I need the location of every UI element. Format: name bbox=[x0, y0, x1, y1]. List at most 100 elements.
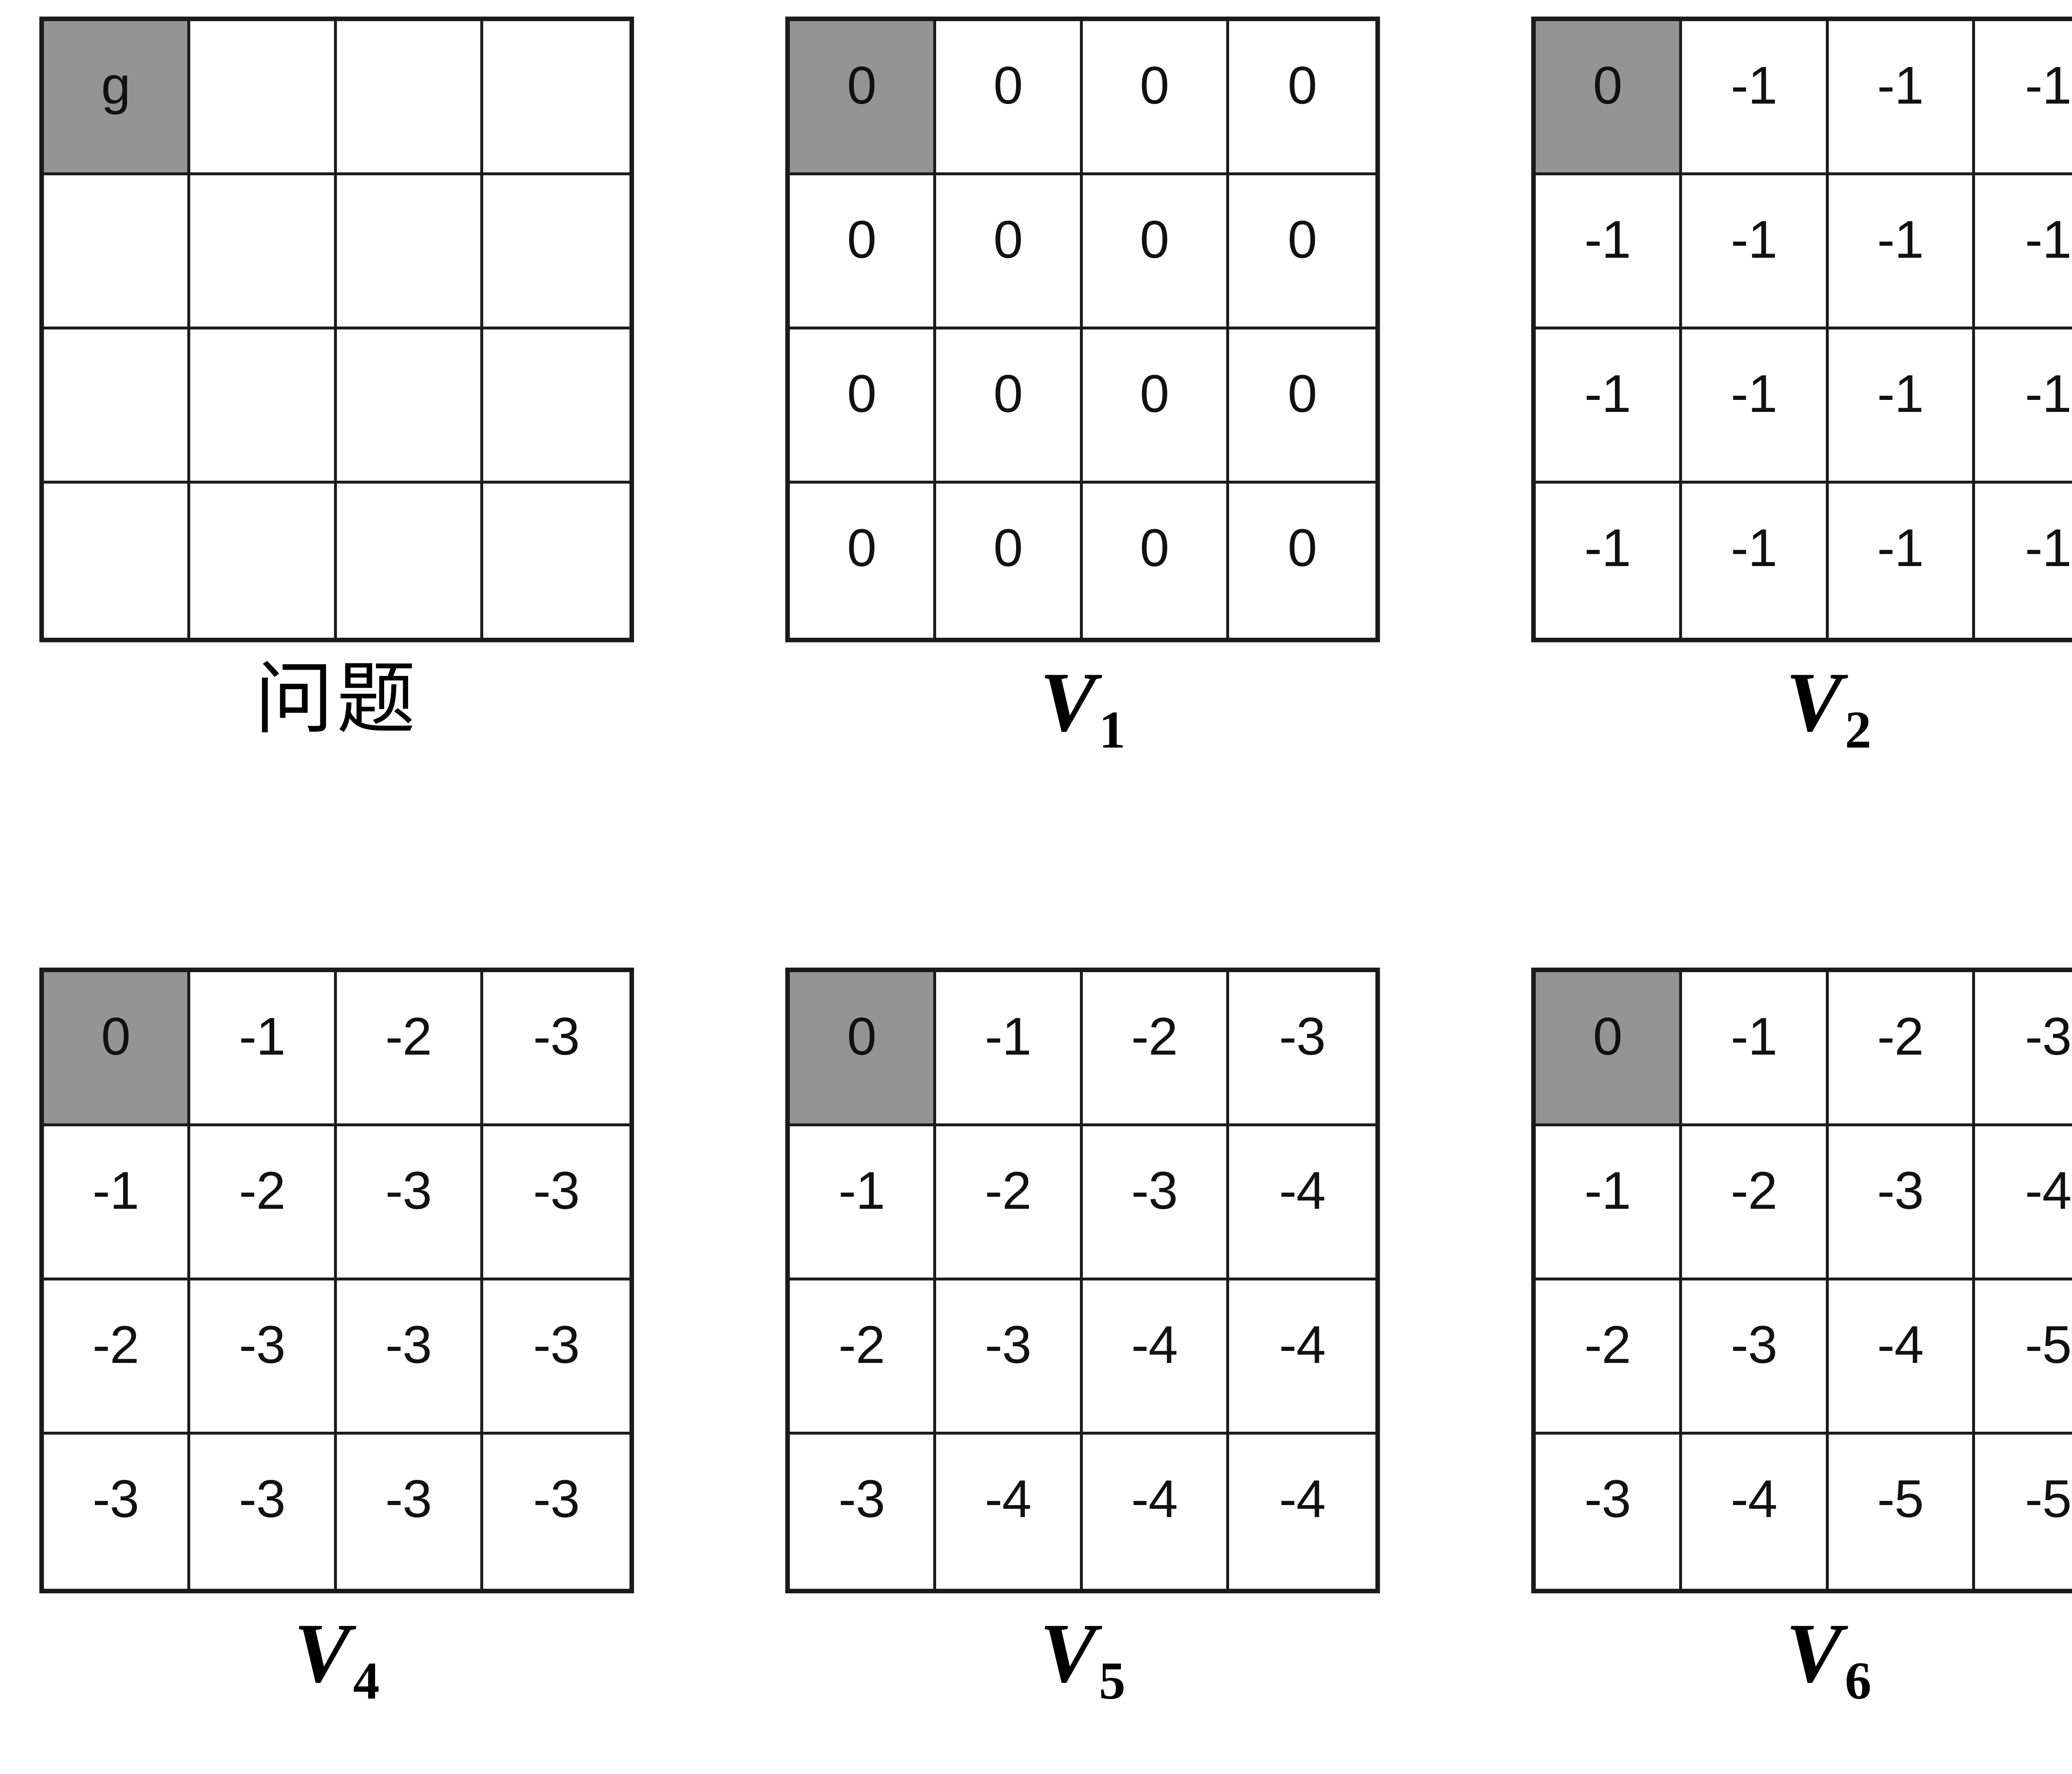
grid-cell bbox=[483, 175, 629, 329]
grid-cell bbox=[336, 175, 483, 329]
grid-cell bbox=[44, 175, 191, 329]
grid-cell: -3 bbox=[1975, 972, 2072, 1126]
grid-cell: -2 bbox=[1536, 1280, 1682, 1435]
panel-label-v4: V4 bbox=[39, 1611, 634, 1735]
panel-label-text: 问题 bbox=[254, 653, 419, 745]
grid-cell: 0 bbox=[1082, 484, 1229, 638]
grid-cell: -1 bbox=[190, 972, 337, 1126]
grid-cell: -4 bbox=[936, 1435, 1083, 1589]
grid-cell: -3 bbox=[483, 1280, 629, 1435]
grid-cell bbox=[190, 329, 337, 484]
grid-cell: -1 bbox=[790, 1126, 937, 1280]
grid-cell: -3 bbox=[936, 1280, 1083, 1435]
grid-cell: -4 bbox=[1229, 1280, 1375, 1435]
grid-cell: -3 bbox=[336, 1280, 483, 1435]
panel-v5: 0-1-2-3-1-2-3-4-2-3-4-4-3-4-4-4 V5 bbox=[746, 968, 1492, 1735]
grid-cell: -1 bbox=[1975, 484, 2072, 638]
grid-cell: 0 bbox=[1536, 21, 1682, 175]
value-grid: 0-1-1-1-1-1-1-1-1-1-1-1-1-1-1-1 bbox=[1531, 17, 2072, 642]
panel-v6: 0-1-2-3-1-2-3-4-2-3-4-5-3-4-5-5 V6 bbox=[1492, 968, 2072, 1735]
grid-cell: -1 bbox=[1536, 329, 1682, 484]
grid-cell: -5 bbox=[1975, 1435, 2072, 1589]
panel-label-v2: V2 bbox=[1531, 660, 2072, 784]
grid-cell: -4 bbox=[1229, 1126, 1375, 1280]
panel-label-subscript: 5 bbox=[1099, 1651, 1126, 1710]
grid-cell: -1 bbox=[1975, 175, 2072, 329]
grid-cell: -2 bbox=[190, 1126, 337, 1280]
grid-cell bbox=[336, 484, 483, 638]
value-grid: 0-1-2-3-1-2-3-3-2-3-3-3-3-3-3-3 bbox=[39, 968, 634, 1593]
grid-cell bbox=[44, 329, 191, 484]
grid-cell: -4 bbox=[1975, 1126, 2072, 1280]
grid-cell: -3 bbox=[483, 1435, 629, 1589]
grid-cell: -1 bbox=[1536, 484, 1682, 638]
grid-cell: 0 bbox=[1229, 175, 1375, 329]
grid-cell bbox=[336, 329, 483, 484]
grid-cell: -1 bbox=[1682, 972, 1829, 1126]
panel-label-subscript: 1 bbox=[1099, 700, 1126, 759]
panel-label-text: V5 bbox=[1040, 1606, 1126, 1710]
panel-label-text: V4 bbox=[294, 1606, 380, 1710]
grid-cell: 0 bbox=[1082, 329, 1229, 484]
panel-label-subscript: 2 bbox=[1844, 700, 1871, 759]
grid-cell: 0 bbox=[790, 972, 937, 1126]
grid-cell: -3 bbox=[336, 1126, 483, 1280]
grid-cell: g bbox=[44, 21, 191, 175]
grid-cell: -2 bbox=[44, 1280, 191, 1435]
grid-cell: 0 bbox=[790, 329, 937, 484]
grid-cell: -3 bbox=[1828, 1126, 1975, 1280]
grid-cell: -4 bbox=[1082, 1280, 1229, 1435]
panel-problem: g 问题 bbox=[0, 17, 746, 784]
grid-cell: 0 bbox=[936, 21, 1083, 175]
grid-cell: -5 bbox=[1975, 1280, 2072, 1435]
grid-cell: 0 bbox=[1229, 484, 1375, 638]
grid-cell: 0 bbox=[936, 484, 1083, 638]
grid-cell: -1 bbox=[1536, 1126, 1682, 1280]
grid-cell: -1 bbox=[1682, 21, 1829, 175]
grid-cell: -1 bbox=[44, 1126, 191, 1280]
panel-label-v5: V5 bbox=[785, 1611, 1380, 1735]
grid-cell: 0 bbox=[1536, 972, 1682, 1126]
panel-label-v1: V1 bbox=[785, 660, 1380, 784]
grid-cell: -3 bbox=[1082, 1126, 1229, 1280]
grid-cell: 0 bbox=[1229, 21, 1375, 175]
grid-cell: -3 bbox=[483, 1126, 629, 1280]
grid-cell: -1 bbox=[1975, 21, 2072, 175]
panel-v2: 0-1-1-1-1-1-1-1-1-1-1-1-1-1-1-1 V2 bbox=[1492, 17, 2072, 784]
grid-cell: -1 bbox=[936, 972, 1083, 1126]
panel-row-bottom: 0-1-2-3-1-2-3-3-2-3-3-3-3-3-3-3 V4 0-1-2… bbox=[0, 968, 2072, 1735]
grid-cell bbox=[336, 21, 483, 175]
grid-cell: -2 bbox=[936, 1126, 1083, 1280]
grid-cell: -3 bbox=[190, 1435, 337, 1589]
grid-cell bbox=[190, 21, 337, 175]
grid-cell: -3 bbox=[1229, 972, 1375, 1126]
panel-label-subscript: 4 bbox=[353, 1651, 380, 1710]
grid-cell: -1 bbox=[1536, 175, 1682, 329]
grid-cell: -2 bbox=[1082, 972, 1229, 1126]
grid-cell: -3 bbox=[190, 1280, 337, 1435]
grid-cell bbox=[44, 484, 191, 638]
panel-v4: 0-1-2-3-1-2-3-3-2-3-3-3-3-3-3-3 V4 bbox=[0, 968, 746, 1735]
grid-cell: -2 bbox=[790, 1280, 937, 1435]
grid-cell: 0 bbox=[936, 329, 1083, 484]
grid-cell: -3 bbox=[1536, 1435, 1682, 1589]
grid-cell: -4 bbox=[1082, 1435, 1229, 1589]
grid-cell: -1 bbox=[1682, 484, 1829, 638]
grid-cell: 0 bbox=[44, 972, 191, 1126]
panel-label-text: V1 bbox=[1040, 655, 1126, 759]
grid-cell: 0 bbox=[790, 484, 937, 638]
grid-cell: 0 bbox=[790, 175, 937, 329]
grid-cell: 0 bbox=[1229, 329, 1375, 484]
grid-cell: -4 bbox=[1682, 1435, 1829, 1589]
value-grid: 0-1-2-3-1-2-3-4-2-3-4-4-3-4-4-4 bbox=[785, 968, 1380, 1593]
grid-cell: -3 bbox=[44, 1435, 191, 1589]
grid-cell: -3 bbox=[790, 1435, 937, 1589]
grid-cell: -3 bbox=[1682, 1280, 1829, 1435]
value-grid: 0-1-2-3-1-2-3-4-2-3-4-5-3-4-5-5 bbox=[1531, 968, 2072, 1593]
grid-cell: -2 bbox=[1682, 1126, 1829, 1280]
grid-cell: -5 bbox=[1828, 1435, 1975, 1589]
grid-cell: 0 bbox=[1082, 21, 1229, 175]
grid-cell: -1 bbox=[1828, 21, 1975, 175]
grid-cell: 0 bbox=[936, 175, 1083, 329]
